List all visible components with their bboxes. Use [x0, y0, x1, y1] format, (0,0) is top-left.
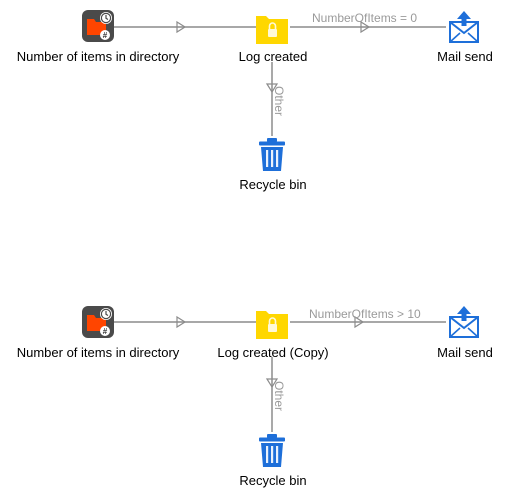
locked-folder-icon[interactable]	[256, 16, 288, 44]
flow-1-connectors	[114, 20, 446, 136]
locked-folder-icon[interactable]	[256, 311, 288, 339]
timer-folder-icon[interactable]: #	[82, 10, 114, 42]
svg-text:#: #	[103, 31, 108, 40]
timer-folder-icon[interactable]: #	[82, 306, 114, 338]
edge-condition-label: NumberOfItems > 10	[309, 307, 421, 321]
svg-text:#: #	[103, 327, 108, 336]
edge-condition-label: NumberOfItems = 0	[312, 11, 418, 25]
edge-other-label: Other	[272, 381, 286, 412]
flow-2-connectors	[114, 315, 446, 432]
edge-other-label: Other	[272, 86, 286, 117]
log-node-label[interactable]: Log created (Copy)	[217, 345, 329, 360]
arrow-head	[354, 315, 365, 329]
arrow-head	[360, 20, 371, 34]
arrow-head	[265, 378, 279, 389]
mail-node-label[interactable]: Mail send	[437, 345, 493, 360]
bin-node-label[interactable]: Recycle bin	[239, 177, 307, 192]
log-node-label[interactable]: Log created	[238, 49, 308, 64]
mail-upload-icon[interactable]	[449, 306, 479, 338]
trash-icon[interactable]	[259, 434, 285, 467]
arrow-head	[176, 20, 187, 34]
arrow-head	[176, 315, 187, 329]
mail-node-label[interactable]: Mail send	[437, 49, 493, 64]
trash-icon[interactable]	[259, 138, 285, 171]
source-node-label[interactable]: Number of items in directory	[16, 345, 180, 360]
arrow-head	[265, 83, 279, 94]
mail-upload-icon[interactable]	[449, 11, 479, 43]
bin-node-label[interactable]: Recycle bin	[239, 473, 307, 488]
source-node-label[interactable]: Number of items in directory	[16, 49, 180, 64]
